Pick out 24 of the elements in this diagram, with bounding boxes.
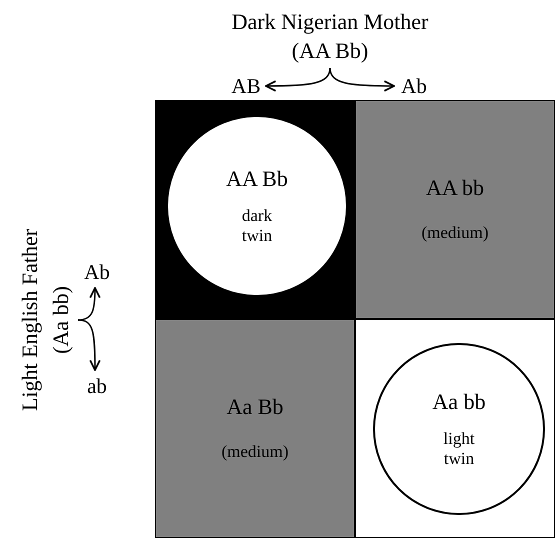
phenotype-label: light twin	[442, 428, 476, 470]
genotype-label: AA Bb	[226, 166, 288, 192]
genotype-label: (AA Bb)	[292, 37, 368, 65]
phenotype-label: (medium)	[220, 442, 290, 463]
punnett-cell	[355, 100, 555, 319]
phenotype-label: dark twin	[240, 206, 274, 246]
arrow	[78, 287, 101, 321]
genotype-label: (Aa bb)	[47, 286, 74, 354]
gamete-label: ab	[80, 372, 114, 400]
parent-label: Dark Nigerian Mother	[232, 8, 428, 36]
phenotype-label: (medium)	[420, 223, 490, 244]
punnett-cell	[355, 319, 555, 538]
punnett-cell	[155, 319, 355, 538]
parent-label: Light English Father	[16, 228, 44, 412]
punnett-cell	[155, 100, 355, 319]
arrow	[329, 68, 395, 92]
arrow	[78, 319, 101, 371]
gamete-label: AB	[228, 72, 264, 100]
genotype-label: AA bb	[426, 175, 484, 202]
gamete-label: Ab	[396, 72, 432, 100]
gamete-label: Ab	[80, 258, 114, 286]
arrow	[265, 68, 331, 92]
genotype-label: Aa Bb	[226, 394, 284, 420]
genotype-label: Aa bb	[432, 388, 486, 415]
